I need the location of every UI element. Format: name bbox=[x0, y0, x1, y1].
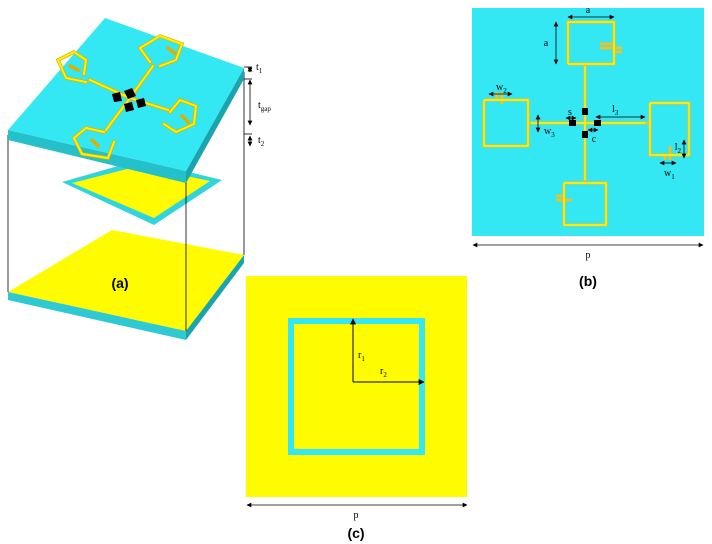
caption-a: (a) bbox=[111, 275, 128, 291]
p-label-b: p bbox=[586, 250, 591, 261]
panel-b: a a w2 w3 s l3 c l2 w1 p (b) bbox=[472, 5, 704, 289]
r1-label: r1 bbox=[358, 350, 365, 363]
l2-label: l2 bbox=[675, 142, 682, 155]
metal-trace-highlight bbox=[483, 21, 690, 226]
a-top-label: a bbox=[586, 5, 591, 16]
panel-a: t1 tgap t2 (a) bbox=[7, 18, 271, 340]
bottom-layer-side-left bbox=[8, 292, 186, 340]
t1-label: t1 bbox=[256, 62, 263, 75]
center-cuts bbox=[569, 108, 601, 138]
bottom-layer-side-right bbox=[186, 255, 244, 340]
slot-ring-inner bbox=[294, 324, 419, 449]
tgap-label: tgap bbox=[258, 100, 271, 113]
c-label: c bbox=[592, 134, 597, 145]
w1-label: w1 bbox=[664, 168, 675, 181]
r2-label: r2 bbox=[380, 366, 387, 379]
panel-b-dimensions bbox=[472, 14, 704, 248]
center-gaps bbox=[112, 88, 146, 112]
top-layer-side-right bbox=[186, 68, 244, 183]
panel-c: r1 r2 p (c) bbox=[246, 276, 468, 541]
a-left-label: a bbox=[544, 38, 549, 49]
t2-label: t2 bbox=[258, 135, 265, 148]
w3-label: w3 bbox=[544, 126, 555, 139]
caption-c: (c) bbox=[347, 525, 364, 541]
bottom-layer-top-face bbox=[8, 230, 244, 331]
panel-a-dimensions bbox=[244, 66, 253, 147]
top-metal-pattern-fill bbox=[56, 34, 198, 160]
l3-label: l3 bbox=[612, 104, 619, 117]
caption-b: (b) bbox=[579, 273, 597, 289]
p-label-c: p bbox=[354, 510, 359, 521]
panel-c-dimensions bbox=[246, 318, 468, 508]
w2-label: w2 bbox=[496, 82, 507, 95]
s-label: s bbox=[568, 107, 572, 118]
